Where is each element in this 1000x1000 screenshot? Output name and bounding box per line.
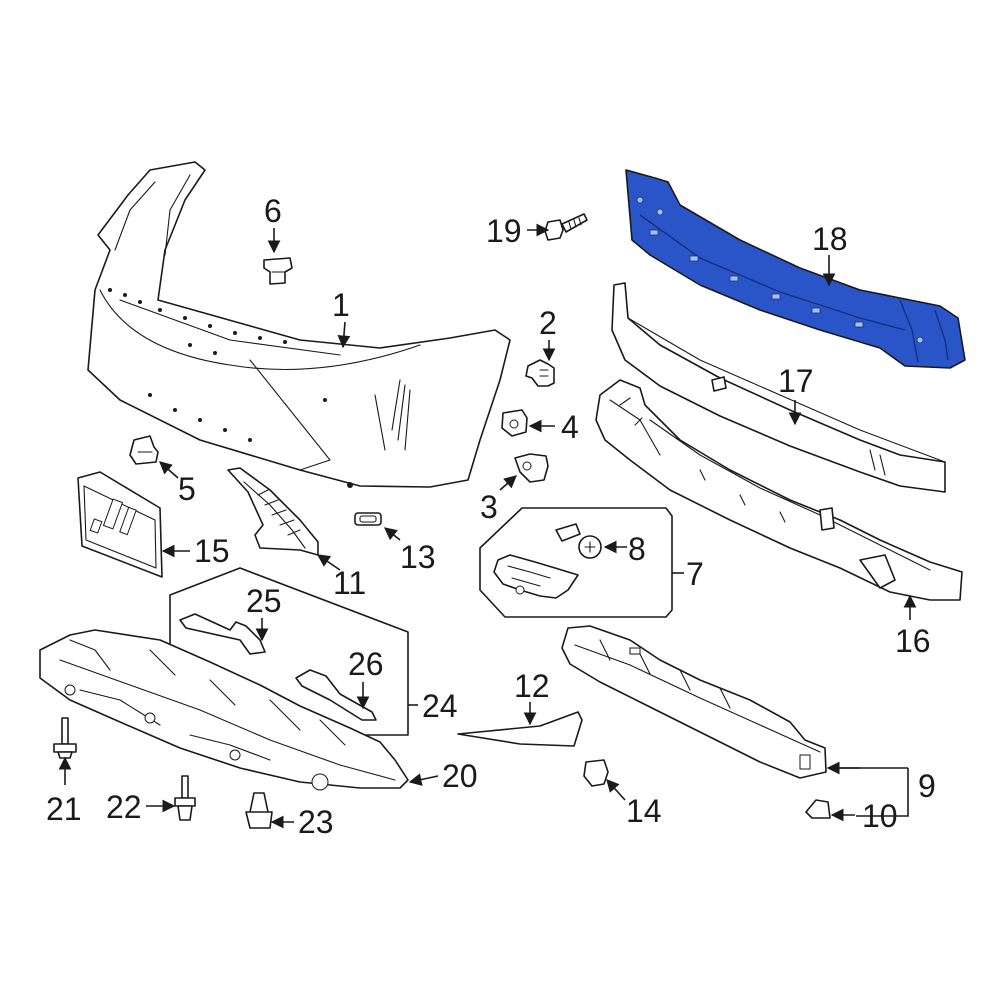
bolt-19 (544, 213, 588, 241)
callout-18: 18 (812, 221, 848, 257)
callout-25: 25 (246, 583, 282, 619)
lower-absorber-9 (561, 625, 827, 779)
under-cover-20 (39, 629, 409, 791)
screw-21 (53, 717, 77, 759)
screw-8 (555, 523, 602, 559)
pad-13 (354, 512, 382, 526)
duct-26 (295, 669, 377, 721)
callout-20: 20 (442, 758, 478, 794)
group-7-outline (479, 507, 673, 618)
callout-4: 4 (561, 409, 579, 445)
deflector-12 (457, 711, 583, 747)
callout-2: 2 (539, 305, 557, 341)
callout-13: 13 (400, 539, 436, 575)
callout-1: 1 (332, 287, 350, 323)
callout-6: 6 (264, 193, 282, 229)
callout-23: 23 (298, 804, 334, 840)
bracket-10 (805, 799, 831, 819)
clip-14 (583, 759, 609, 787)
callout-5: 5 (178, 471, 196, 507)
nut-4 (501, 409, 528, 437)
callout-14: 14 (626, 793, 662, 829)
clip-2 (525, 359, 555, 387)
screw-22 (174, 775, 196, 821)
energy-absorber-17 (611, 282, 946, 493)
callout-16: 16 (895, 623, 931, 659)
callout-3: 3 (480, 489, 498, 525)
duct-25 (179, 613, 266, 655)
callout-11: 11 (333, 565, 366, 601)
reinforcement-bar-holes (636, 196, 924, 344)
leader-lines (58, 223, 917, 829)
callout-8: 8 (628, 531, 646, 567)
callout-12: 12 (514, 668, 550, 704)
license-bracket-15 (77, 471, 163, 578)
clip-23 (245, 792, 273, 829)
callout-22: 22 (106, 789, 142, 825)
absorber-bracket-16 (595, 379, 963, 601)
bumper-cover (87, 161, 511, 488)
callout-21: 21 (46, 791, 82, 827)
callout-labels: 1 2 3 4 5 6 7 8 9 10 11 12 13 14 15 16 1… (46, 193, 936, 840)
retainer-clip-6 (263, 257, 293, 285)
bracket-3 (514, 453, 549, 483)
callout-17: 17 (778, 363, 814, 399)
callout-19: 19 (486, 213, 522, 249)
callout-9: 9 (918, 768, 936, 804)
callout-10: 10 (862, 798, 898, 834)
callout-7: 7 (686, 556, 704, 592)
reinforcement-bar-18 (625, 169, 966, 369)
callout-24: 24 (422, 688, 458, 724)
clip-5 (129, 435, 159, 465)
bumper-mounting-holes (108, 288, 353, 488)
callout-26: 26 (348, 646, 384, 682)
bracket-7 (493, 554, 579, 599)
callout-15: 15 (194, 533, 230, 569)
grille-insert-11 (227, 467, 319, 556)
